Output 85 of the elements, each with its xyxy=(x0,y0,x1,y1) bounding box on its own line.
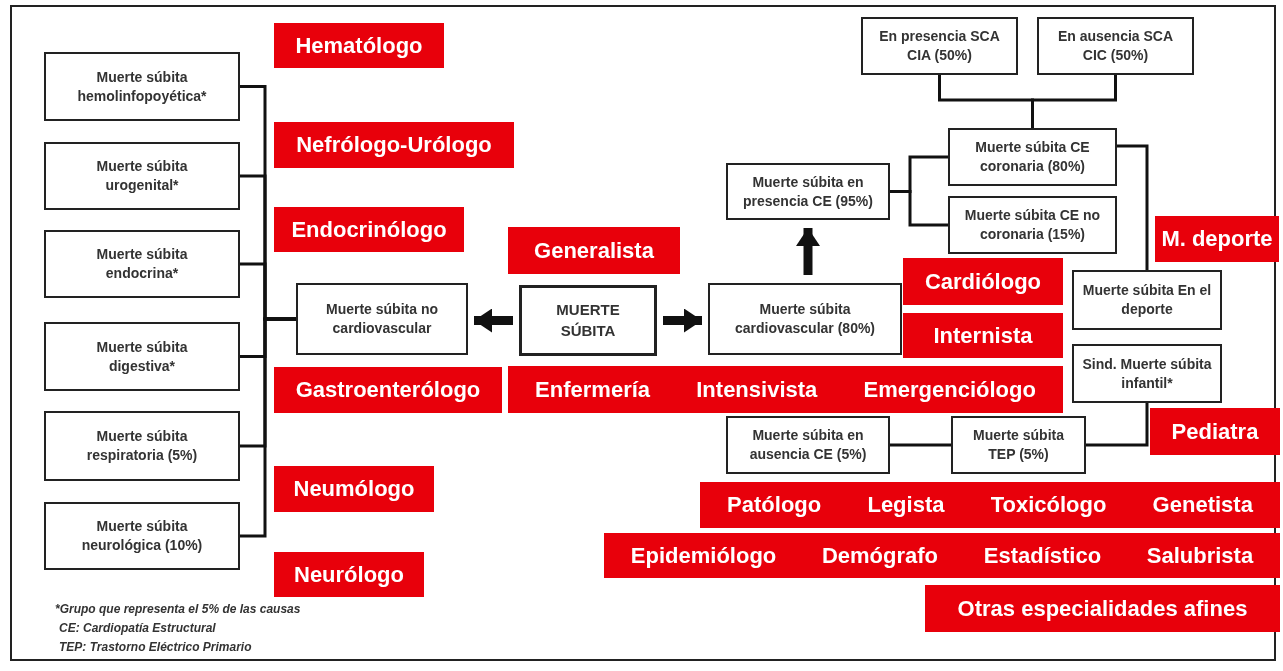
specialty-name: Endocrinólogo xyxy=(291,216,447,243)
footnote: CE: Cardiopatía Estructural xyxy=(58,620,217,637)
specialty-name: Patólogo xyxy=(727,492,822,518)
category-box xyxy=(861,17,1018,75)
specialty-name: Epidemiólogo xyxy=(630,542,777,569)
specialty-name: M. deporte xyxy=(1161,226,1273,252)
category-box xyxy=(1072,270,1222,330)
footnote: TEP: Trastorno Eléctrico Primario xyxy=(58,639,253,656)
category-box xyxy=(44,52,240,121)
connector-line xyxy=(1031,75,1117,128)
box-label: Muerte súbita En el deporte xyxy=(1081,281,1213,319)
category-box xyxy=(44,230,240,298)
category-box xyxy=(948,128,1117,186)
specialty-name: Otras especialidades afines xyxy=(957,595,1248,622)
specialist-label xyxy=(903,313,1063,358)
specialist-label xyxy=(1150,408,1280,455)
category-box xyxy=(708,283,902,355)
box-label: Muerte súbita no cardiovascular xyxy=(325,300,439,338)
specialty-name: Estadístico xyxy=(983,542,1102,569)
category-box xyxy=(726,163,890,220)
box-label: Muerte súbita en ausencia CE (5%) xyxy=(748,426,868,464)
specialty-name: Internista xyxy=(933,322,1033,349)
specialist-label xyxy=(274,466,434,512)
category-box xyxy=(44,502,240,570)
specialty-name: Nefrólogo-Urólogo xyxy=(296,132,492,158)
specialty-name: Gastroenterólogo xyxy=(295,377,481,403)
specialist-label xyxy=(903,258,1063,305)
category-box xyxy=(951,416,1086,474)
arrow xyxy=(663,308,702,333)
specialist-label xyxy=(700,482,1280,528)
specialist-label xyxy=(274,367,502,413)
specialist-label xyxy=(274,23,444,68)
box-label: MUERTE SÚBITA xyxy=(555,300,621,341)
specialist-label xyxy=(274,552,424,597)
specialty-name: Emergenciólogo xyxy=(863,376,1036,403)
footnote: *Grupo que representa el 5% de las causas xyxy=(55,601,301,618)
arrow xyxy=(474,308,513,333)
category-box xyxy=(296,283,468,355)
specialty-name: Toxicólogo xyxy=(990,492,1107,518)
box-label: Muerte súbita CE coronaria (80%) xyxy=(974,138,1091,176)
specialty-name: Enfermería xyxy=(535,376,651,403)
box-label: Muerte súbita cardiovascular (80%) xyxy=(733,300,877,338)
specialty-name: Demógrafo xyxy=(821,542,939,569)
category-box xyxy=(44,322,240,391)
specialty-name: Neumólogo xyxy=(293,476,415,502)
box-label: Muerte súbita neurológica (10%) xyxy=(80,517,204,555)
specialist-label xyxy=(274,122,514,168)
box-label: Muerte súbita hemolinfopoyética* xyxy=(76,67,208,106)
specialty-name: Neurólogo xyxy=(294,561,404,588)
specialist-label xyxy=(604,533,1280,578)
category-box xyxy=(726,416,890,474)
connector-line xyxy=(1117,144,1149,270)
box-label: En presencia SCA CIA (50%) xyxy=(878,27,1001,65)
category-box xyxy=(1037,17,1194,75)
specialist-label xyxy=(1155,216,1279,262)
connector-line xyxy=(240,317,296,538)
arrow xyxy=(796,228,820,275)
specialty-name: Pediatra xyxy=(1171,418,1259,445)
box-label: En ausencia SCA CIC (50%) xyxy=(1056,27,1175,65)
specialist-label xyxy=(274,207,464,252)
box-label: Muerte súbita endocrina* xyxy=(95,245,189,283)
main-box xyxy=(519,285,657,356)
box-label: Sind. Muerte súbita infantil* xyxy=(1081,354,1213,393)
box-label: Muerte súbita urogenital* xyxy=(95,157,189,195)
specialty-name: Genetista xyxy=(1152,492,1253,518)
category-box xyxy=(948,196,1117,254)
box-label: Muerte súbita respiratoria (5%) xyxy=(85,427,199,465)
specialty-name: Intensivista xyxy=(696,376,818,403)
specialty-name: Cardiólogo xyxy=(924,268,1042,295)
box-label: Muerte súbita TEP (5%) xyxy=(972,426,1065,464)
category-box xyxy=(44,411,240,481)
box-label: Muerte súbita digestiva* xyxy=(95,337,189,376)
box-label: Muerte súbita CE no coronaria (15%) xyxy=(963,206,1102,244)
connector-line xyxy=(1086,403,1149,447)
specialist-label xyxy=(508,366,1063,413)
specialist-label xyxy=(508,227,680,274)
specialty-name: Generalista xyxy=(534,237,654,264)
specialty-name: Legista xyxy=(867,492,945,518)
category-box xyxy=(1072,344,1222,403)
specialty-name: Hematólogo xyxy=(295,32,423,59)
connector-line xyxy=(890,443,951,447)
box-label: Muerte súbita en presencia CE (95%) xyxy=(742,172,874,211)
specialist-label xyxy=(925,585,1280,632)
specialty-name: Salubrista xyxy=(1146,542,1254,569)
category-box xyxy=(44,142,240,210)
